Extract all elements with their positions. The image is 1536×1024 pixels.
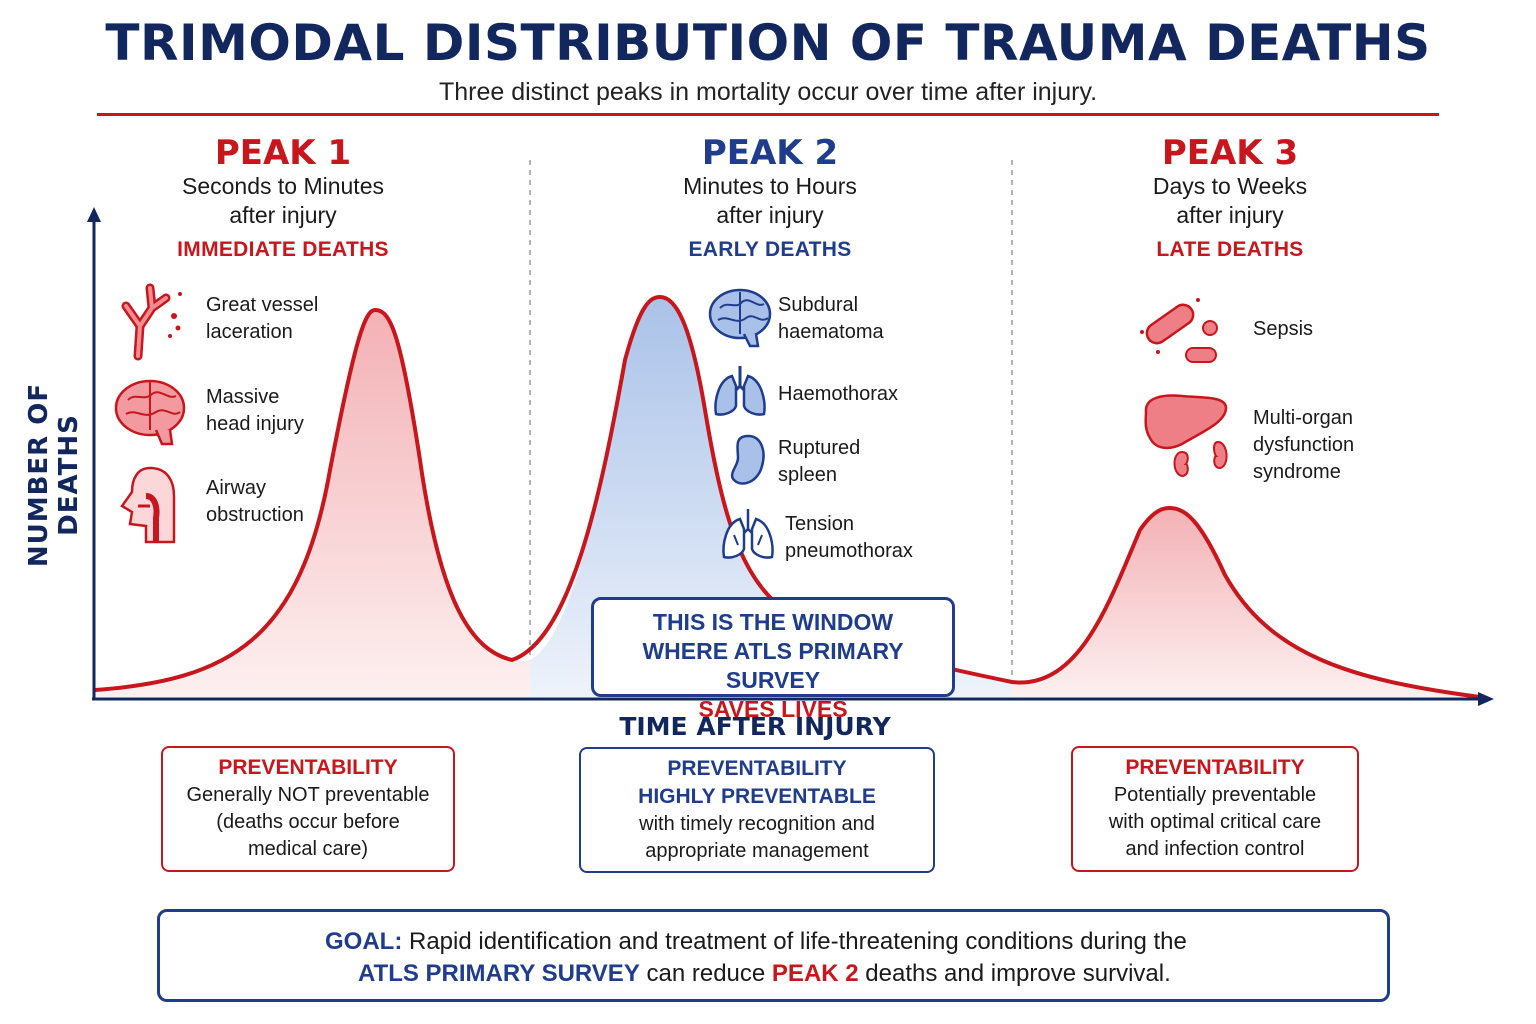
preventability-text: medical care) [247,838,369,860]
goal-box [157,909,1390,1002]
cause-line: Subdural [778,294,859,316]
peak-1-category: IMMEDIATE DEATHS [177,238,389,261]
goal-label: GOAL: [325,928,403,955]
peak-3-category: LATE DEATHS [1156,238,1304,261]
cause-head-injury: Massive head injury [206,384,304,438]
liver-kidney-icon [1144,394,1228,478]
goal-line-1: GOAL: Rapid identification and treatment… [325,928,1187,956]
x-axis-label: TIME AFTER INJURY [619,712,891,741]
cause-subdural: Subdural haematoma [778,292,884,346]
peak-3-label: PEAK 3 [1161,133,1299,173]
goal-atls-emphasis: ATLS PRIMARY SURVEY [358,960,640,987]
cause-line: Great vessel [206,294,319,316]
preventability-text: and infection control [1125,838,1305,860]
cause-line: Haemothorax [778,383,899,405]
preventability-emphasis: HIGHLY PREVENTABLE [638,785,876,808]
cause-line: Tension [785,513,854,535]
airway-icon [120,466,176,544]
cause-airway: Airway obstruction [206,475,304,529]
preventability-box-peak-2: PREVENTABILITY HIGHLY PREVENTABLE with t… [579,747,935,873]
goal-text-mid: can reduce [646,960,766,987]
window-line-3: SAVES LIVES [698,696,848,722]
y-axis-label: NUMBER OF DEATHS [24,382,84,568]
lungs-icon [722,509,774,559]
peak-1-header: PEAK 1 Seconds to Minutes after injury I… [118,134,448,262]
peak-1-time-suffix: after injury [229,202,337,228]
peak-3-time: Days to Weeks [1152,173,1308,199]
cause-mods: Multi-organ dysfunction syndrome [1253,405,1354,486]
spleen-icon [730,434,765,485]
brain-icon [708,288,772,348]
goal-text-end: deaths and improve survival. [865,960,1171,987]
cause-line: syndrome [1253,461,1341,483]
cause-line: Ruptured [778,437,861,459]
peak-3-header: PEAK 3 Days to Weeks after injury LATE D… [1065,134,1395,262]
window-line-2: WHERE ATLS PRIMARY SURVEY [642,638,904,693]
atls-window-callout: THIS IS THE WINDOW WHERE ATLS PRIMARY SU… [591,597,955,722]
peak-1-time: Seconds to Minutes [181,173,384,199]
peak-3-time-suffix: after injury [1176,202,1284,228]
x-axis-arrow-icon [1478,692,1494,706]
cause-line: spleen [778,464,837,486]
peak-1-label: PEAK 1 [214,133,352,173]
cause-line: pneumothorax [785,540,913,562]
page-title: TRIMODAL DISTRIBUTION OF TRAUMA DEATHS [105,14,1431,72]
cause-haemothorax: Haemothorax [778,381,898,408]
mortality-curve [94,294,1481,699]
preventability-text: (deaths occur before [216,811,400,833]
goal-text: Rapid identification and treatment of li… [409,928,1187,955]
cause-line: Multi-organ [1253,407,1354,429]
preventability-text: with timely recognition and [639,813,875,835]
cause-line: obstruction [206,504,304,526]
peak-1-fill [95,310,530,697]
cause-tension-pneumothorax: Tension pneumothorax [785,511,913,565]
preventability-text: Potentially preventable [1113,784,1317,806]
preventability-text: appropriate management [645,840,869,862]
cause-sepsis: Sepsis [1253,316,1313,343]
peak-2-category: EARLY DEATHS [688,238,852,261]
peak-2-time-suffix: after injury [716,202,824,228]
preventability-title: PREVENTABILITY [218,756,398,779]
preventability-title: PREVENTABILITY [667,757,847,780]
preventability-title: PREVENTABILITY [1125,756,1305,779]
page-subtitle: Three distinct peaks in mortality occur … [438,78,1098,106]
cause-line: Sepsis [1253,318,1314,340]
peak-3-fill [1012,508,1480,697]
cause-ruptured-spleen: Ruptured spleen [778,435,860,489]
y-axis-arrow-icon [87,207,101,222]
lungs-icon [714,366,766,416]
preventability-box-peak-1: PREVENTABILITY Generally NOT preventable… [161,746,455,872]
blood-vessel-icon [121,283,182,361]
cause-great-vessel: Great vessel laceration [206,292,318,346]
peak-2-time: Minutes to Hours [683,173,857,199]
cause-line: haematoma [778,321,884,343]
brain-icon [114,379,186,446]
peak-2-header: PEAK 2 Minutes to Hours after injury EAR… [605,134,935,262]
cause-line: Airway [206,477,267,499]
cause-line: head injury [206,413,304,435]
peak-2-label: PEAK 2 [701,133,839,173]
preventability-text: Generally NOT preventable [186,784,430,806]
cause-line: dysfunction [1253,434,1355,456]
title-divider [97,113,1439,116]
preventability-box-peak-3: PREVENTABILITY Potentially preventable w… [1071,746,1359,872]
goal-peak-emphasis: PEAK 2 [771,960,859,987]
window-line-1: THIS IS THE WINDOW [652,609,894,635]
bacteria-icon [1140,298,1218,363]
cause-line: laceration [206,321,293,343]
goal-line-2: ATLS PRIMARY SURVEY can reduce PEAK 2 de… [358,960,1171,988]
cause-line: Massive [206,386,280,408]
preventability-text: with optimal critical care [1108,811,1322,833]
